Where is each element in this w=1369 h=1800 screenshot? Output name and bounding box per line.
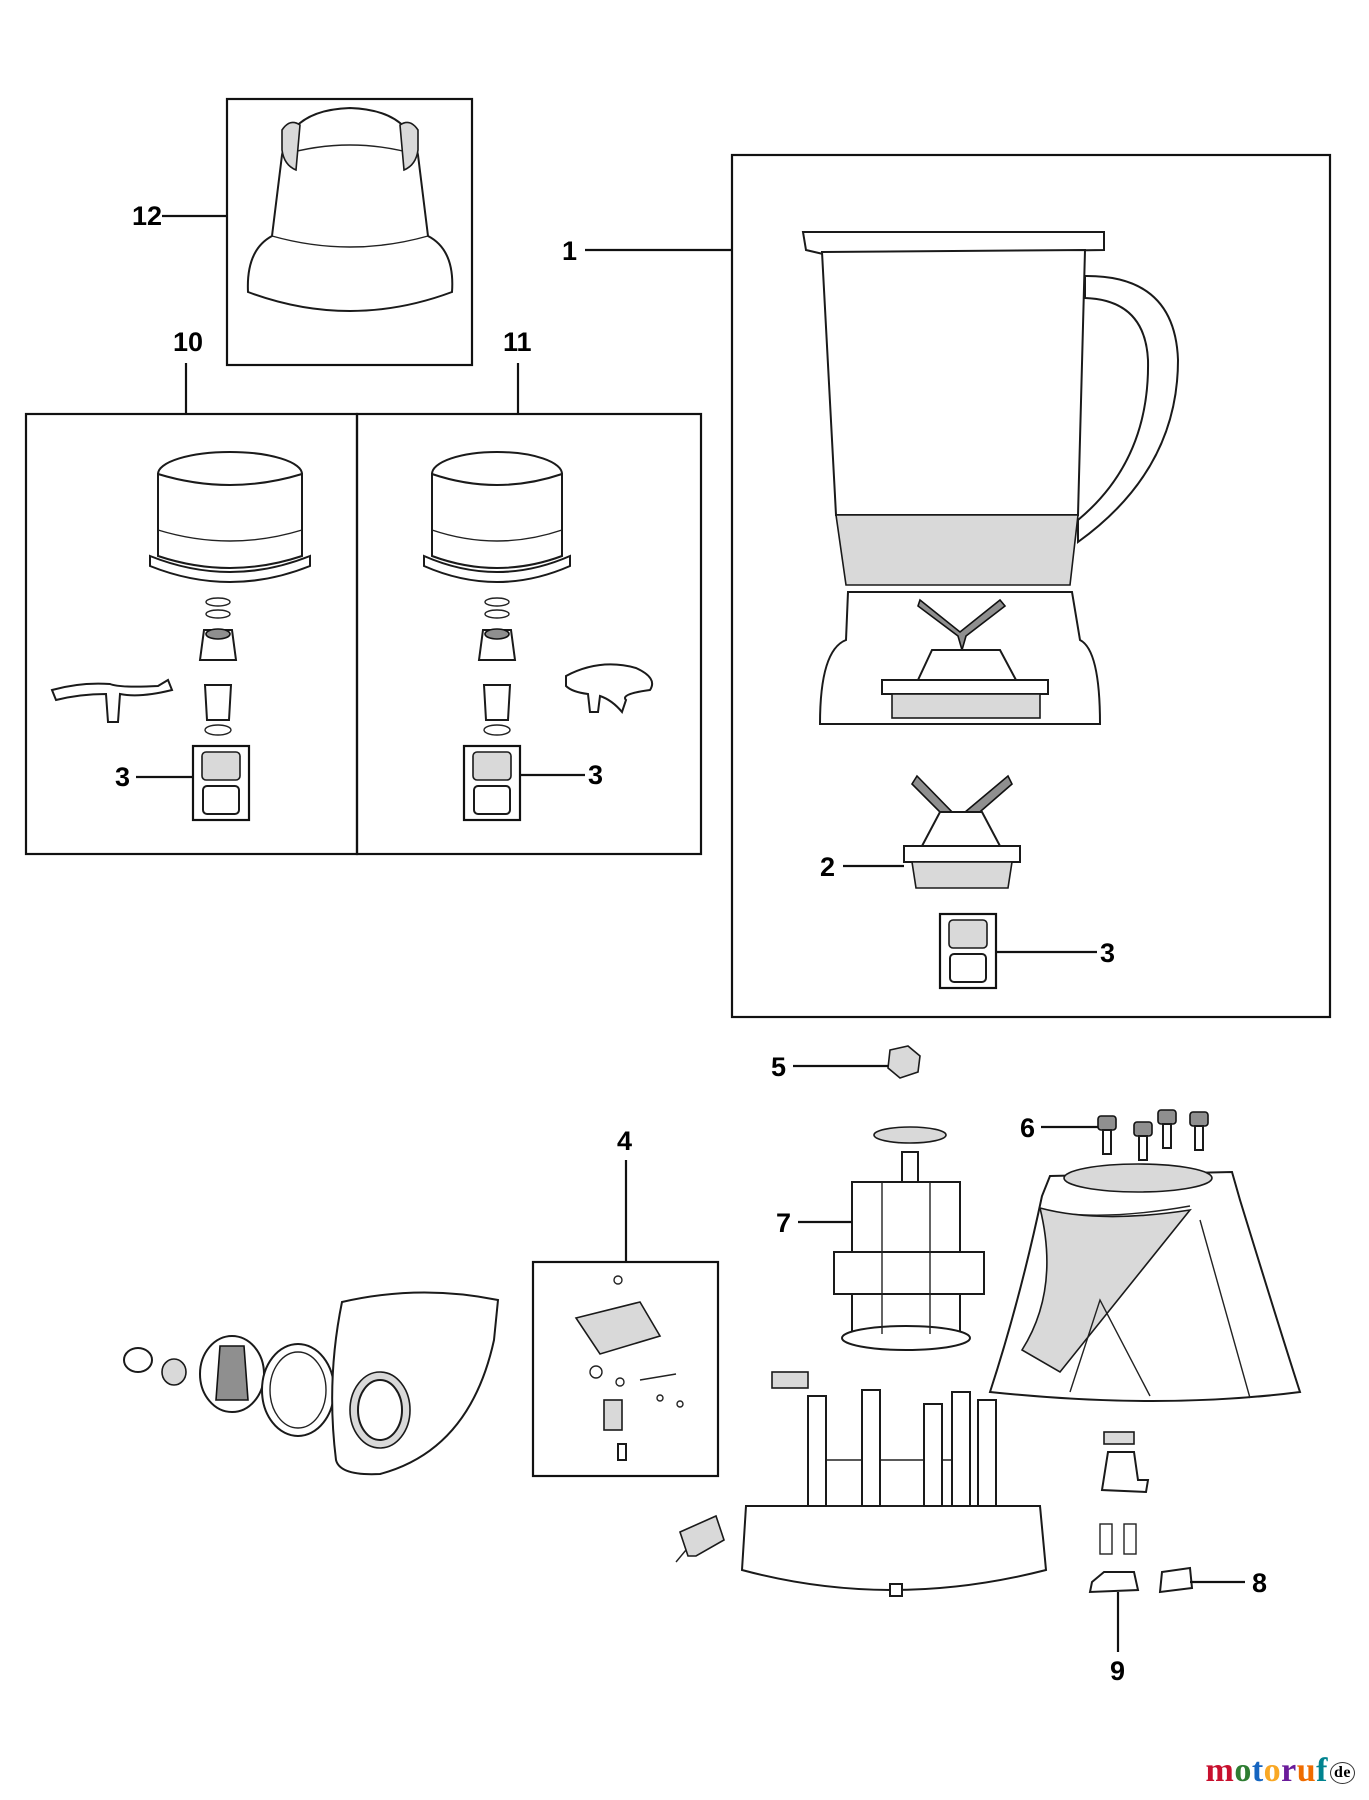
callout-8: 8 (1252, 1568, 1267, 1598)
watermark-letter: m (1205, 1752, 1235, 1789)
part-7-motor (833, 1126, 985, 1351)
callout-12: 12 (132, 201, 162, 231)
upper-housing (988, 1163, 1302, 1402)
callout-9: 9 (1110, 1656, 1125, 1686)
control-knob-assembly (123, 1335, 335, 1437)
part-10-chopper-bowl (50, 451, 311, 822)
callout-6: 6 (1020, 1113, 1035, 1143)
watermark-letter: u (1296, 1752, 1317, 1789)
part-5-drive-coupling (887, 1045, 921, 1079)
callout-4: 4 (617, 1126, 632, 1156)
callout-10: 10 (173, 327, 203, 357)
switch-parts (1088, 1431, 1194, 1594)
callout-5: 5 (771, 1052, 786, 1082)
watermark-text: motoruf (1206, 1752, 1329, 1790)
part-6-feet (1097, 1109, 1209, 1161)
watermark-letter: t (1251, 1752, 1264, 1789)
part-11-grinder-bowl (423, 451, 654, 822)
watermark-suffix: de (1330, 1762, 1355, 1785)
part-12-cover (225, 97, 474, 367)
callout-1: 1 (562, 236, 577, 266)
watermark-letter: o (1234, 1752, 1252, 1789)
power-cord-plug (675, 1514, 725, 1563)
callout-7: 7 (776, 1208, 791, 1238)
watermark-letter: o (1263, 1752, 1282, 1789)
callout-2: 2 (820, 852, 835, 882)
callout-3c: 3 (1100, 938, 1115, 968)
watermark-letter: f (1316, 1752, 1328, 1789)
part-1-box (730, 153, 1332, 1019)
watermark-letter: r (1281, 1752, 1297, 1789)
part-4-switch-assembly (574, 1275, 684, 1461)
front-panel (331, 1291, 500, 1476)
part-1-jar (801, 231, 1180, 725)
part-2-blade-assembly (903, 774, 1021, 889)
callout-3b: 3 (588, 760, 603, 790)
part-3-coupler (938, 912, 998, 990)
part-11-box (355, 412, 703, 856)
callout-11: 11 (503, 327, 532, 357)
callout-3a: 3 (115, 762, 130, 792)
base-unit (740, 1371, 1048, 1597)
